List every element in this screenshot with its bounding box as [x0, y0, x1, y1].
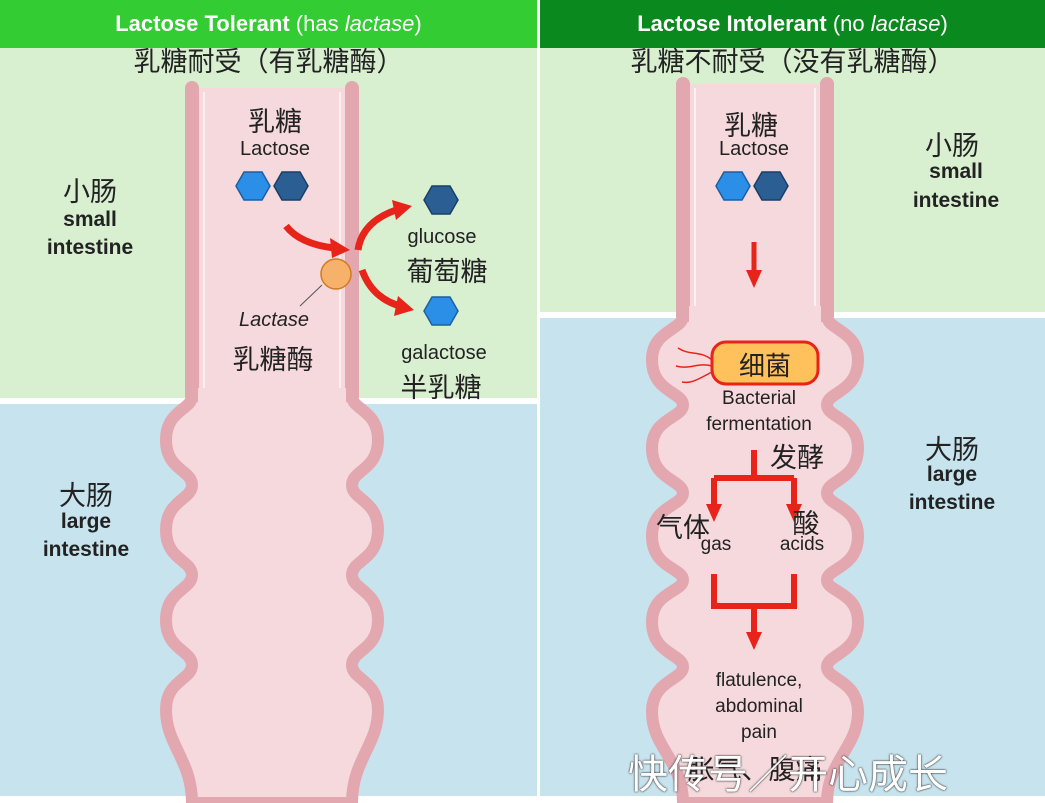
- left-lactose-hex-galactose-unit: [273, 171, 309, 201]
- right-large-intestine-tube: [645, 310, 865, 803]
- glucose-hex: [423, 185, 459, 215]
- acids-cn: 酸: [792, 509, 820, 540]
- right-panel-header: Lactose Intolerant (no lactase): [540, 0, 1045, 48]
- galactose-en: galactose: [401, 342, 487, 364]
- result-cn: 胀气、腹痛: [687, 755, 823, 786]
- result-en3: pain: [741, 722, 777, 743]
- result-en2: abdominal: [715, 696, 803, 717]
- right-intestine-diagram: [645, 77, 865, 803]
- left-arrow-to-galactose: [358, 268, 402, 310]
- bacteria-en2: fermentation: [706, 414, 812, 435]
- right-small-intestine-cn: 小肠: [925, 131, 979, 162]
- glucose-en: glucose: [407, 226, 477, 248]
- right-lactose-hex-galactose-unit: [753, 171, 789, 201]
- left-subtitle: 乳糖耐受（有乳糖酶）: [133, 47, 404, 78]
- left-lactose-en: Lactose: [239, 138, 311, 160]
- left-lactose-hex-glucose-unit: [235, 171, 271, 201]
- galactose-hex: [423, 296, 459, 326]
- right-subtitle: 乳糖不耐受（没有乳糖酶）: [630, 47, 955, 78]
- right-lactose-en: Lactose: [718, 138, 790, 160]
- left-arrow-to-lactase: [283, 223, 335, 252]
- fermentation-cn: 发酵: [770, 443, 824, 474]
- lactose-tolerant-panel: Lactose Tolerant (has lactase) 乳糖耐受（有乳糖酶…: [0, 0, 537, 803]
- lactase-cn: 乳糖酶: [232, 345, 314, 376]
- bacteria-en1: Bacterial: [722, 388, 796, 409]
- left-large-intestine-tube: [159, 390, 385, 803]
- right-large-intestine-en2: intestine: [908, 491, 996, 514]
- bacteria-flagella: [675, 347, 713, 384]
- result-en1: flatulence,: [715, 670, 803, 691]
- left-large-intestine-cn: 大肠: [59, 481, 113, 512]
- bacteria-cell: [710, 340, 820, 386]
- right-small-intestine-tube: [683, 84, 827, 316]
- gas-en: gas: [700, 534, 732, 555]
- right-small-intestine-en2: intestine: [912, 189, 1000, 212]
- glucose-cn: 葡萄糖: [406, 257, 488, 288]
- left-large-intestine-en1: large: [60, 510, 112, 533]
- left-panel-header: Lactose Tolerant (has lactase): [0, 0, 537, 48]
- acids-en: acids: [779, 534, 825, 555]
- bacteria-cn: 细菌: [738, 352, 791, 382]
- right-lactose-cn: 乳糖: [724, 111, 778, 142]
- lactase-en: Lactase: [238, 309, 310, 331]
- left-small-intestine-en1: small: [63, 208, 117, 231]
- left-small-intestine-tube: [192, 88, 352, 396]
- right-large-intestine-en1: large: [926, 463, 978, 486]
- left-arrow-to-glucose: [354, 206, 398, 251]
- lactase-enzyme: [320, 258, 352, 290]
- lactose-intolerant-panel: Lactose Intolerant (no lactase) 乳糖不耐受（没有…: [540, 0, 1045, 803]
- left-small-intestine-en2: intestine: [46, 236, 134, 259]
- left-large-intestine-en2: intestine: [42, 538, 130, 561]
- galactose-cn: 半乳糖: [400, 373, 482, 404]
- right-small-intestine-en1: small: [929, 160, 983, 183]
- left-small-intestine-cn: 小肠: [63, 177, 117, 208]
- right-large-intestine-cn: 大肠: [925, 435, 979, 466]
- gas-cn: 气体: [656, 513, 710, 544]
- left-lactose-cn: 乳糖: [248, 107, 302, 138]
- watermark: 快传号／开心成长: [628, 752, 948, 798]
- left-intestine-diagram: [159, 81, 459, 803]
- right-lactose-hex-glucose-unit: [715, 171, 751, 201]
